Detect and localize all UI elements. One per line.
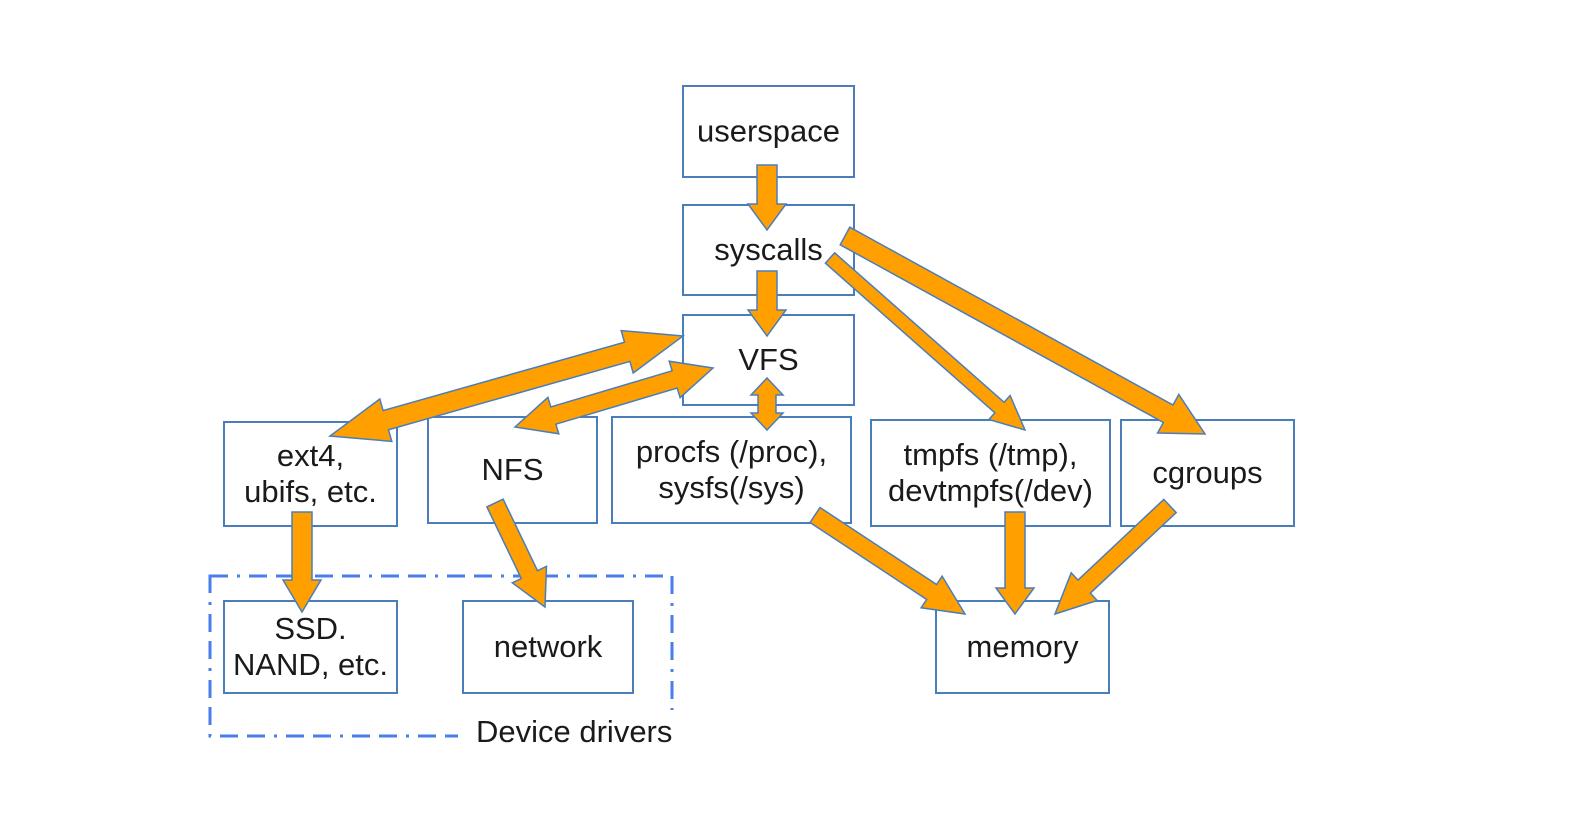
group-label-backdrop [458, 710, 690, 754]
group-layer: Device drivers [208, 574, 690, 754]
node-label: NFS [482, 452, 544, 487]
group-label: Device drivers [476, 714, 672, 749]
node-box [611, 416, 852, 524]
node-label: syscalls [714, 232, 823, 267]
node-box [223, 600, 398, 694]
node-label: procfs (/proc), [636, 434, 827, 469]
node-label: ext4, [277, 438, 344, 473]
node-label: network [494, 629, 603, 664]
node-procfs: procfs (/proc),sysfs(/sys) [611, 416, 852, 524]
node-label: devtmpfs(/dev) [888, 473, 1093, 508]
arrow-nfs-to-network [485, 498, 548, 609]
node-label: cgroups [1152, 455, 1262, 490]
arrow-userspace-to-syscalls [746, 164, 788, 232]
arrow-layer [281, 164, 1207, 616]
node-nfs: NFS [427, 416, 598, 524]
double-arrow-vfs-to-ext4 [327, 329, 686, 443]
node-label: NAND, etc. [233, 647, 388, 682]
node-cgroups: cgroups [1120, 419, 1295, 527]
node-label: ubifs, etc. [244, 474, 377, 509]
node-memory: memory [935, 600, 1110, 694]
arrow-procfs-to-memory [808, 506, 967, 615]
group-device-drivers: Device drivers [208, 574, 690, 754]
group-border [208, 574, 674, 738]
node-tmpfs: tmpfs (/tmp),devtmpfs(/dev) [870, 419, 1111, 527]
node-box [870, 419, 1111, 527]
node-label: SSD. [274, 611, 346, 646]
node-box [462, 600, 634, 694]
node-label: sysfs(/sys) [658, 470, 804, 505]
node-ssd: SSD.NAND, etc. [223, 600, 398, 694]
arrow-syscalls-to-cgroups [839, 226, 1207, 435]
node-label: tmpfs (/tmp), [904, 437, 1078, 472]
double-arrow-vfs-to-procfs [749, 376, 785, 432]
node-label: VFS [738, 342, 798, 377]
arrow-ext4-to-ssd [281, 511, 323, 614]
arrow-syscalls-to-tmpfs [824, 251, 1027, 432]
node-userspace: userspace [682, 85, 855, 178]
node-box [682, 85, 855, 178]
node-box [935, 600, 1110, 694]
arrow-tmpfs-to-memory [994, 511, 1036, 616]
node-network: network [462, 600, 634, 694]
arrow-syscalls-to-vfs [746, 270, 788, 338]
node-box [427, 416, 598, 524]
double-arrow-vfs-to-nfs [513, 360, 715, 435]
arrow-cgroups-to-memory [1053, 498, 1178, 616]
node-label: userspace [697, 114, 840, 149]
node-box [1120, 419, 1295, 527]
node-label: memory [967, 629, 1079, 664]
